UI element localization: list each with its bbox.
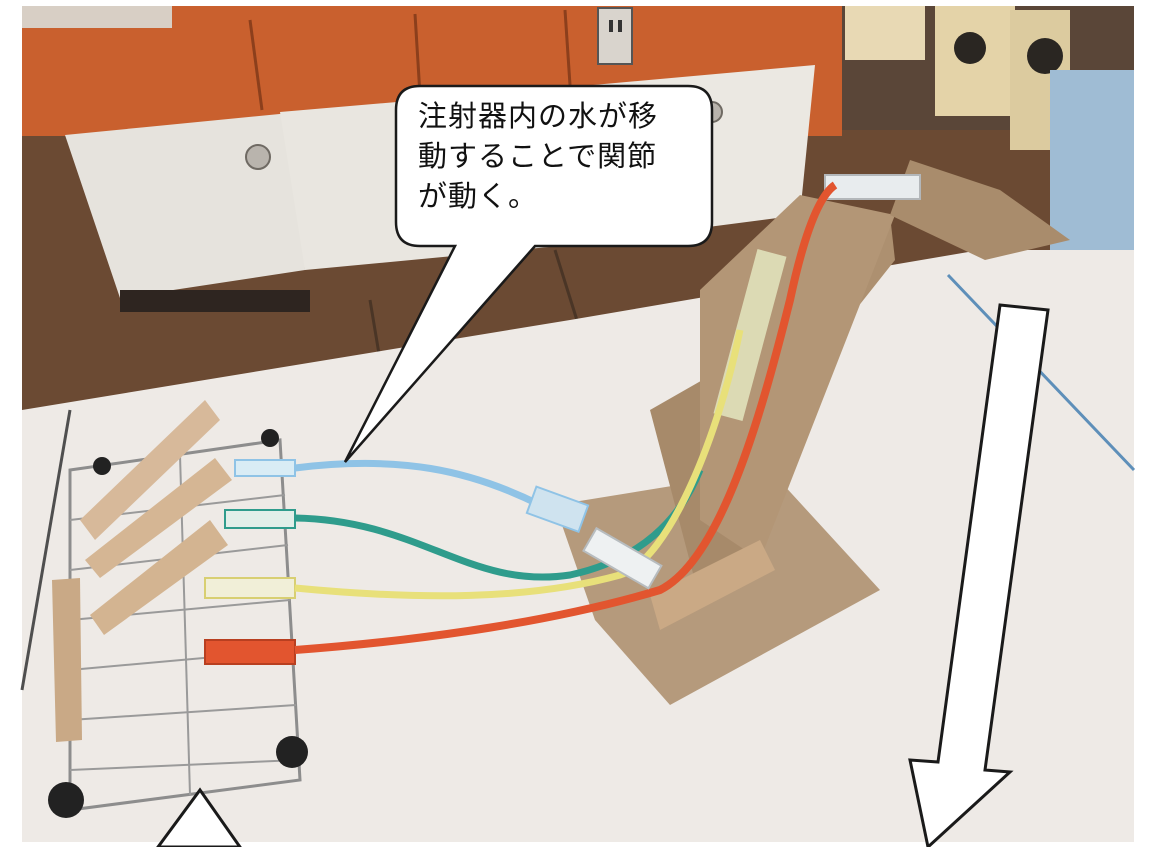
cabinet-drawer-left <box>65 112 305 298</box>
blue-package <box>1050 70 1134 250</box>
clothespin-4 <box>52 578 82 742</box>
syringe-yellow <box>204 577 296 599</box>
clothespin-2 <box>85 458 232 578</box>
clothespin-3 <box>90 520 228 635</box>
syringe-blue-arm <box>525 485 590 534</box>
tube-yellow <box>294 329 744 600</box>
syringe-joint <box>582 526 663 590</box>
clothespin-base <box>650 540 775 630</box>
tube-red <box>294 181 838 654</box>
syringe-red <box>204 639 296 665</box>
wall-outlet <box>597 7 633 65</box>
down-arrow-right <box>908 303 1050 847</box>
speech-bubble <box>343 84 714 463</box>
callout-text: 注射器内の水が移 動することで関節 が動く。 <box>418 99 659 213</box>
syringe-blue <box>234 459 296 477</box>
tube-blue <box>294 459 542 509</box>
arm-top-joint <box>890 160 1070 260</box>
clothespin-1 <box>80 400 220 540</box>
up-arrow-left <box>156 787 242 847</box>
syringe-top <box>824 174 921 200</box>
syringe-green <box>224 509 296 529</box>
box-1 <box>845 6 925 60</box>
